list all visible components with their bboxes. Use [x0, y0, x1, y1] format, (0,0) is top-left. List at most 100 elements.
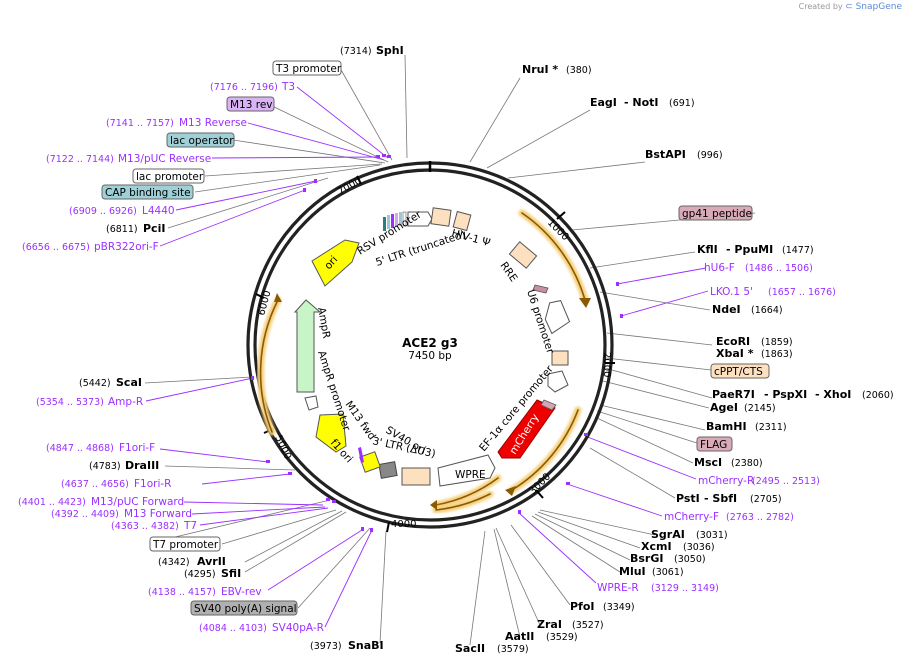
enzyme-label: ZraI [537, 618, 562, 631]
enzyme-label: BsrGI [630, 552, 663, 565]
label-ampr: AmpR [315, 306, 332, 339]
ori-arrow [311, 239, 360, 287]
enzyme-position: (1863) [761, 349, 793, 360]
enzyme-label: KflI [697, 243, 718, 256]
enzyme-label: PstI [676, 492, 700, 505]
enzyme-position: (5442) [79, 378, 111, 389]
wpre-arrow [437, 454, 496, 487]
primer-label: Amp-R [108, 396, 143, 408]
feature-label: lac promoter [136, 171, 204, 183]
enzyme-position: (3527) [572, 620, 604, 631]
primer-position: (4637 .. 4656) [61, 479, 129, 490]
enzyme-label: BamHI [706, 420, 747, 433]
cppt-box [551, 350, 569, 366]
t7-primer-mark [358, 447, 364, 463]
enzyme-position: (2705) [750, 494, 782, 505]
enzyme-label: PciI [143, 222, 165, 235]
enzyme-position: (3061) [652, 567, 684, 578]
plasmid-name: ACE2 g3 [402, 336, 458, 350]
primer-label: M13 Reverse [179, 117, 247, 129]
enzyme-label: SfiI [221, 567, 241, 580]
primer-position: (7122 .. 7144) [46, 154, 114, 165]
enzyme-label: EcoRI [716, 335, 750, 348]
primer-position: (4847 .. 4868) [46, 443, 114, 454]
enzyme-position: (3031) [696, 530, 728, 541]
primer-label: mCherry-R [698, 475, 754, 487]
enzyme-position: (3036) [683, 542, 715, 553]
enzyme-label: MluI [619, 565, 646, 578]
enzyme-label: - XhoI [815, 388, 851, 401]
gp41-mark [532, 284, 549, 294]
label-rre: RRE [498, 260, 520, 284]
label-wpre: WPRE [455, 469, 486, 481]
hiv-psi-box [452, 210, 472, 232]
cds-arrowheads [274, 293, 591, 510]
feature-label: FLAG [700, 439, 727, 451]
enzyme-position: (3349) [603, 602, 635, 613]
primer-label: T7 [183, 520, 197, 532]
ltr5-box [430, 207, 452, 227]
primer-position: (4084 .. 4103) [199, 623, 267, 634]
enzyme-position: (380) [566, 65, 592, 76]
enzyme-position: (7314) [340, 46, 372, 57]
enzyme-label: XcmI [641, 540, 672, 553]
primer-position: (4401 .. 4423) [18, 497, 86, 508]
primer-label: T3 [281, 81, 295, 93]
enzyme-position: (3050) [674, 554, 706, 565]
enzyme-label: PaeR7I [712, 388, 755, 401]
sv40-polya-box [359, 451, 381, 473]
ampr-promoter-arrow [304, 395, 319, 411]
enzyme-label: AatII [505, 630, 534, 643]
inner-features [293, 207, 571, 487]
enzyme-label: SphI [376, 44, 404, 57]
cds-arcs [257, 209, 589, 514]
enzyme-position: (3579) [497, 644, 529, 655]
primer-label: M13/pUC Reverse [118, 153, 211, 165]
tick-label-7000: 7000 [336, 175, 364, 197]
primer-position: (4363 .. 4382) [111, 521, 179, 532]
ef1a-arrow [547, 370, 569, 393]
enzyme-position: (2060) [862, 390, 894, 401]
plasmid-length: 7450 bp [408, 350, 452, 362]
enzymes-right: NruI *(380) EagI- NotI(691) BstAPI(996) … [455, 63, 894, 655]
enzyme-label: XbaI * [716, 347, 754, 360]
feature-label-boxes: T3 promoter M13 rev lac operator lac pro… [101, 60, 770, 616]
enzyme-position: (6811) [106, 224, 138, 235]
enzyme-label: NruI * [522, 63, 558, 76]
enzyme-label: AvrII [197, 555, 226, 568]
enzyme-label: - NotI [624, 96, 659, 109]
primer-label: F1ori-F [119, 442, 155, 454]
enzyme-label: DraIII [125, 459, 159, 472]
primer-label: M13/pUC Forward [91, 496, 184, 508]
feature-label: SV40 poly(A) signal [194, 603, 297, 615]
enzymes-left: (7314)SphI (6811)PciI (5442)ScaI (4783)D… [79, 44, 404, 652]
enzyme-position: (4342) [158, 557, 190, 568]
enzyme-label: BstAPI [645, 148, 686, 161]
primer-position: (2495 .. 2513) [752, 476, 820, 487]
enzyme-label: SacII [455, 642, 485, 655]
flag-mark [540, 399, 557, 411]
enzyme-label: AgeI [710, 401, 738, 414]
primer-label: F1ori-R [134, 478, 171, 490]
ampr-arrow [293, 299, 322, 393]
enzyme-position: (2311) [755, 422, 787, 433]
enzyme-position: (1664) [751, 305, 783, 316]
primer-position: (6909 .. 6926) [69, 206, 137, 217]
enzyme-position: (4295) [184, 569, 216, 580]
enzyme-label: - SbfI [704, 492, 737, 505]
enzyme-label: ScaI [116, 376, 142, 389]
primer-position: (3129 .. 3149) [651, 583, 719, 594]
enzyme-position: (3529) [546, 632, 578, 643]
primer-position: (2763 .. 2782) [726, 512, 794, 523]
primer-label: L4440 [142, 205, 175, 217]
enzyme-label: SgrAI [651, 528, 685, 541]
primer-position: (7141 .. 7157) [106, 118, 174, 129]
feature-label: cPPT/CTS [714, 366, 763, 378]
rsv-promoter-arrow [407, 211, 433, 227]
enzyme-label: SnaBI [348, 639, 384, 652]
feature-label: gp41 peptide [682, 208, 752, 220]
enzyme-position: (996) [697, 150, 723, 161]
feature-label: lac operator [170, 135, 234, 147]
enzyme-label: - PpuMI [726, 243, 773, 256]
